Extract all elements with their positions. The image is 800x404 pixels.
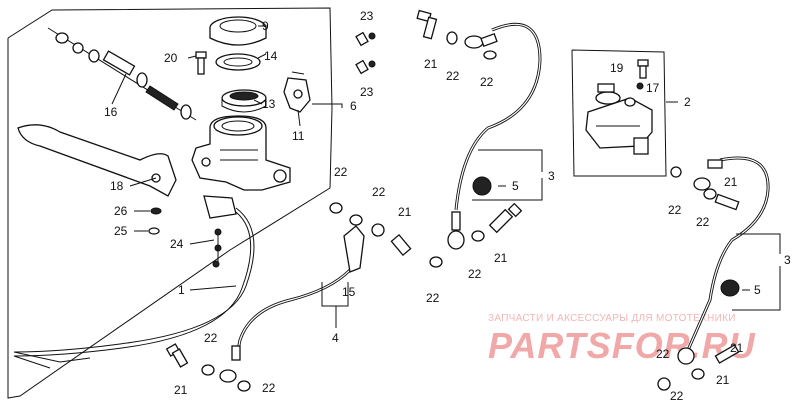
washer-left-c: [371, 223, 385, 237]
master-cylinder-body: [191, 115, 291, 191]
label-21-right-bottom: 21: [716, 373, 730, 387]
label-5-right: 5: [754, 283, 761, 297]
banjo-bolt-lower-left: [165, 343, 189, 368]
label-22-right-b: 22: [696, 215, 710, 229]
label-1: 1: [178, 283, 185, 297]
label-23-upper: 23: [360, 9, 374, 23]
label-21-center: 21: [494, 251, 508, 265]
label-11: 11: [292, 129, 305, 143]
washer-right-a: [670, 166, 682, 178]
washer-center-a: [429, 256, 443, 268]
valve-frame: [571, 49, 667, 177]
washer-top-b: [483, 50, 497, 60]
bolt-23-a: [355, 31, 376, 47]
banjo-bolt-left: [390, 233, 412, 257]
label-14: 14: [264, 49, 278, 63]
label-22-left-a: 22: [334, 165, 348, 179]
label-22-bottom-a: 22: [204, 331, 218, 345]
bolt-19: [637, 59, 649, 79]
washer-right-c: [657, 377, 671, 391]
reservoir-cap: [209, 16, 267, 46]
label-22-bottom-b: 22: [262, 381, 276, 395]
banjo-bolt-right-bottom: [714, 344, 740, 364]
label-5-center: 5: [512, 179, 519, 193]
washer-left-e: [237, 380, 251, 392]
label-18: 18: [110, 179, 124, 193]
label-19: 19: [610, 61, 624, 75]
brake-lever: [17, 124, 177, 197]
label-3-right: 3: [784, 253, 791, 267]
switch-wire: [13, 207, 255, 369]
lower-left-hose: [219, 225, 365, 383]
label-22-left-b: 22: [372, 185, 386, 199]
label-21-right-top: 21: [724, 175, 738, 189]
label-22-center-a: 22: [426, 291, 440, 305]
label-2: 2: [684, 95, 691, 109]
cap-plate: [215, 53, 261, 71]
bracket-11: [283, 71, 311, 113]
label-22-right-a: 22: [668, 203, 682, 217]
part-labels: 9 20 14 16 13 11 6 18 26 25 24 1 23 23 2…: [104, 9, 791, 403]
label-21-left: 21: [398, 205, 412, 219]
leader-lines: [111, 25, 781, 328]
washer-center-b: [471, 230, 485, 242]
label-22-top-a: 22: [446, 69, 460, 83]
label-26: 26: [114, 204, 128, 218]
washer-25: [148, 227, 160, 235]
nut-17: [636, 82, 644, 90]
label-21-bottom-left: 21: [174, 383, 188, 397]
upper-hose: [447, 22, 542, 250]
hose-grommet-a: [472, 176, 492, 196]
washer-left-d: [201, 364, 215, 376]
watermark-logo: PARTSFOR.RU: [488, 325, 756, 366]
washer-right-d: [691, 368, 705, 380]
stop-switch: [203, 195, 237, 268]
label-4: 4: [332, 331, 339, 345]
washer-left-b: [349, 214, 363, 226]
washer-right-b: [703, 188, 717, 200]
bolt-20: [195, 51, 207, 75]
washer-left-a: [329, 202, 343, 214]
diaphragm: [221, 89, 267, 113]
brake-valve: [585, 83, 653, 155]
label-9: 9: [262, 19, 269, 33]
label-16: 16: [104, 105, 118, 119]
label-22-center-b: 22: [468, 267, 482, 281]
label-22-top-b: 22: [480, 75, 494, 89]
washer-top-a: [446, 31, 458, 45]
label-21-top: 21: [424, 57, 438, 71]
hose-grommet-b: [720, 279, 740, 297]
label-24: 24: [170, 237, 184, 251]
right-hose: [677, 156, 770, 365]
label-17: 17: [646, 81, 660, 95]
label-13: 13: [262, 97, 276, 111]
master-cylinder-frame: [7, 7, 333, 399]
label-25: 25: [114, 224, 128, 238]
label-22-right-c: 22: [656, 347, 670, 361]
label-23-lower: 23: [360, 85, 374, 99]
banjo-bolt-center: [488, 202, 523, 234]
label-6: 6: [350, 99, 357, 113]
piston-kit: [47, 27, 197, 121]
bolt-23-b: [355, 59, 376, 75]
label-3-center: 3: [548, 169, 555, 183]
watermark-caption: ЗАПЧАСТИ И АКСЕССУАРЫ ДЛЯ МОТОТЕХНИКИ: [488, 313, 736, 324]
label-15: 15: [342, 285, 356, 299]
label-22-right-d: 22: [670, 389, 684, 403]
label-21-right-mid: 21: [730, 341, 744, 355]
nut-26: [150, 207, 162, 215]
banjo-bolt-right-top: [714, 193, 740, 211]
banjo-bolt-top: [416, 9, 438, 40]
label-20: 20: [164, 51, 178, 65]
